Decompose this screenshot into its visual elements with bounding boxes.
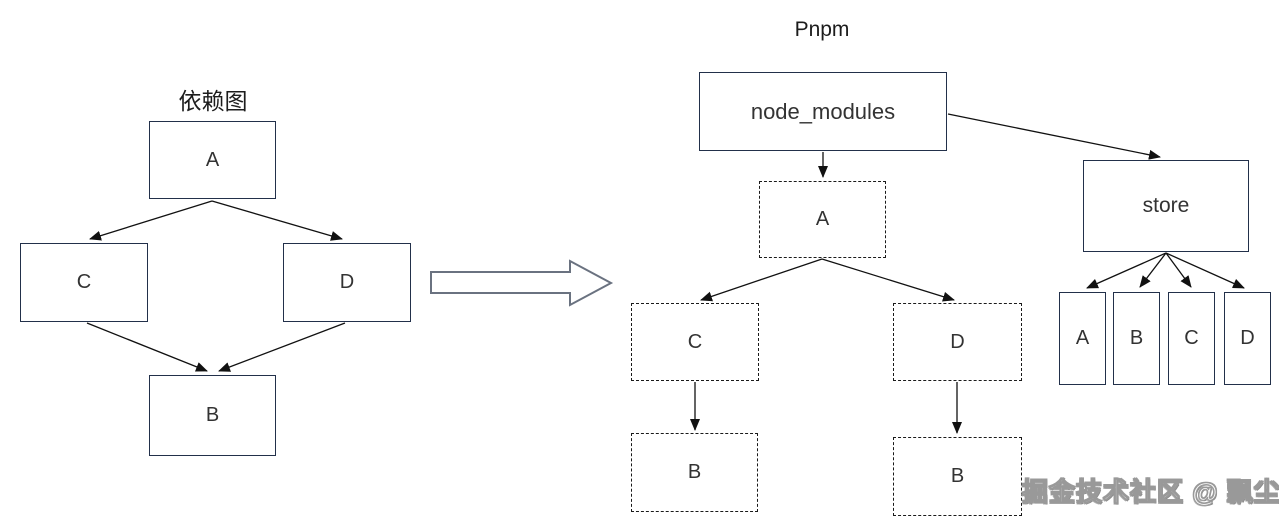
- edge-a-to-c: [89, 200, 213, 241]
- edge-store-to-sc: [1165, 252, 1192, 288]
- store-node-a: A: [1059, 292, 1106, 385]
- edge-nm-to-store: [947, 113, 1161, 160]
- edge-d-to-b: [218, 322, 346, 372]
- store-node-b: B: [1113, 292, 1160, 385]
- dep-node-c: C: [20, 243, 148, 322]
- edge-pa-to-pc: [700, 258, 823, 302]
- edge-a-to-d: [211, 200, 343, 241]
- edge-c-to-b: [86, 322, 208, 372]
- pnpm-node-b-right: B: [893, 437, 1022, 516]
- node-modules-box: node_modules: [699, 72, 947, 151]
- watermark: 掘金技术社区 @ 飘尘: [1022, 477, 1279, 508]
- edge-store-to-sb: [1139, 252, 1167, 288]
- pnpm-title: Pnpm: [794, 18, 850, 41]
- pnpm-node-d: D: [893, 303, 1022, 381]
- store-node-c: C: [1168, 292, 1215, 385]
- big-transform-arrow: [430, 259, 614, 307]
- store-box: store: [1083, 160, 1249, 252]
- edge-store-to-sa: [1086, 252, 1167, 289]
- dep-node-a: A: [149, 121, 276, 199]
- pnpm-node-b-left: B: [631, 433, 758, 512]
- pnpm-node-a: A: [759, 181, 886, 258]
- left-diagram-title: 依赖图: [178, 88, 248, 114]
- dep-node-b: B: [149, 375, 276, 456]
- edge-store-to-sd: [1165, 252, 1245, 289]
- pnpm-node-c: C: [631, 303, 759, 381]
- store-node-d: D: [1224, 292, 1271, 385]
- edge-pa-to-pd: [821, 258, 955, 302]
- dep-node-d: D: [283, 243, 411, 322]
